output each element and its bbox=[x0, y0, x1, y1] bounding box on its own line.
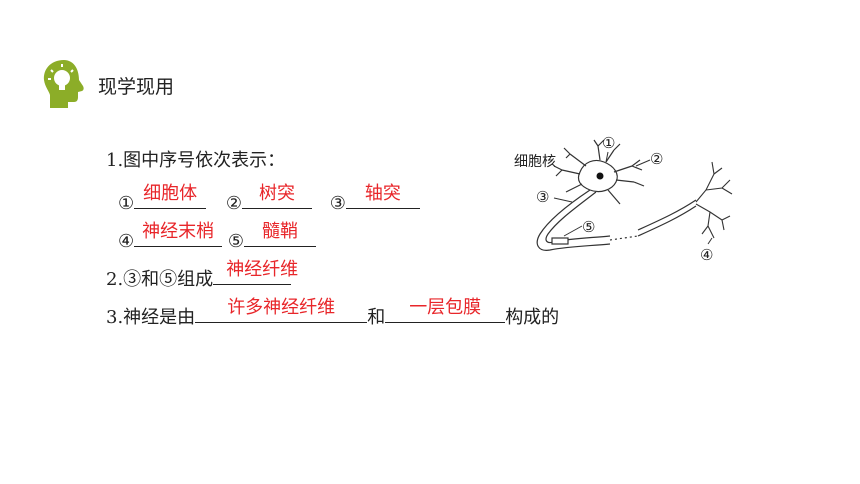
diagram-marker-1: ① bbox=[602, 134, 615, 152]
question-1-prompt: 1.图中序号依次表示： bbox=[106, 150, 286, 171]
question-2-prompt: 2.③和⑤组成 bbox=[106, 269, 214, 290]
axon-shape bbox=[536, 189, 697, 251]
answer-8: 一层包膜 bbox=[409, 297, 482, 318]
nucleus-dot bbox=[596, 172, 604, 180]
blank-8[interactable]: 一层包膜 bbox=[385, 297, 506, 323]
blank-1[interactable]: 细胞体 bbox=[134, 183, 207, 209]
diagram-marker-4: ④ bbox=[700, 246, 713, 264]
section-title: 现学现用 bbox=[98, 76, 175, 98]
diagram-marker-3: ③ bbox=[536, 188, 549, 206]
answer-4: 神经末梢 bbox=[142, 221, 215, 242]
answer-5: 髓鞘 bbox=[262, 221, 299, 242]
question-2: 2.③和⑤组成神经纤维 bbox=[106, 259, 298, 292]
marker-5: ⑤ bbox=[227, 231, 245, 252]
question-1-row-2: ④ 神经末梢 ⑤ 髓鞘 bbox=[118, 221, 317, 254]
blank-3[interactable]: 轴突 bbox=[345, 183, 420, 209]
question-3: 3.神经是由 许多神经纤维 和 一层包膜 构成的 bbox=[106, 297, 560, 330]
answer-2: 树突 bbox=[259, 183, 296, 204]
cell-body-shape bbox=[553, 139, 645, 205]
blank-2[interactable]: 树突 bbox=[242, 183, 313, 209]
answer-3: 轴突 bbox=[364, 183, 401, 204]
answer-6: 神经纤维 bbox=[226, 259, 299, 280]
question-3-prefix: 3.神经是由 bbox=[106, 307, 196, 328]
cell-body-label: 细胞核 bbox=[514, 154, 556, 170]
marker-1: ① bbox=[118, 193, 135, 214]
diagram-marker-5: ⑤ bbox=[582, 218, 595, 236]
question-1-row-1: ① 细胞体 ② 树突 ③ 轴突 bbox=[118, 183, 420, 216]
question-3-middle: 和 bbox=[367, 307, 386, 328]
marker-2: ② bbox=[225, 193, 243, 214]
blank-7[interactable]: 许多神经纤维 bbox=[195, 297, 368, 323]
neuron-diagram: 细胞核 ① ② ③ ⑤ ④ bbox=[510, 122, 760, 272]
blank-5[interactable]: 髓鞘 bbox=[244, 221, 317, 247]
diagram-marker-2: ② bbox=[650, 150, 663, 168]
marker-3: ③ bbox=[329, 193, 346, 214]
axon-terminal-shape bbox=[695, 161, 733, 239]
marker-4: ④ bbox=[118, 231, 135, 252]
blank-4[interactable]: 神经末梢 bbox=[134, 221, 223, 247]
answer-7: 许多神经纤维 bbox=[227, 297, 336, 318]
answer-1: 细胞体 bbox=[143, 183, 198, 204]
blank-6[interactable]: 神经纤维 bbox=[213, 259, 298, 285]
lightbulb-head-icon bbox=[40, 58, 88, 110]
question-3-suffix: 构成的 bbox=[505, 307, 560, 328]
